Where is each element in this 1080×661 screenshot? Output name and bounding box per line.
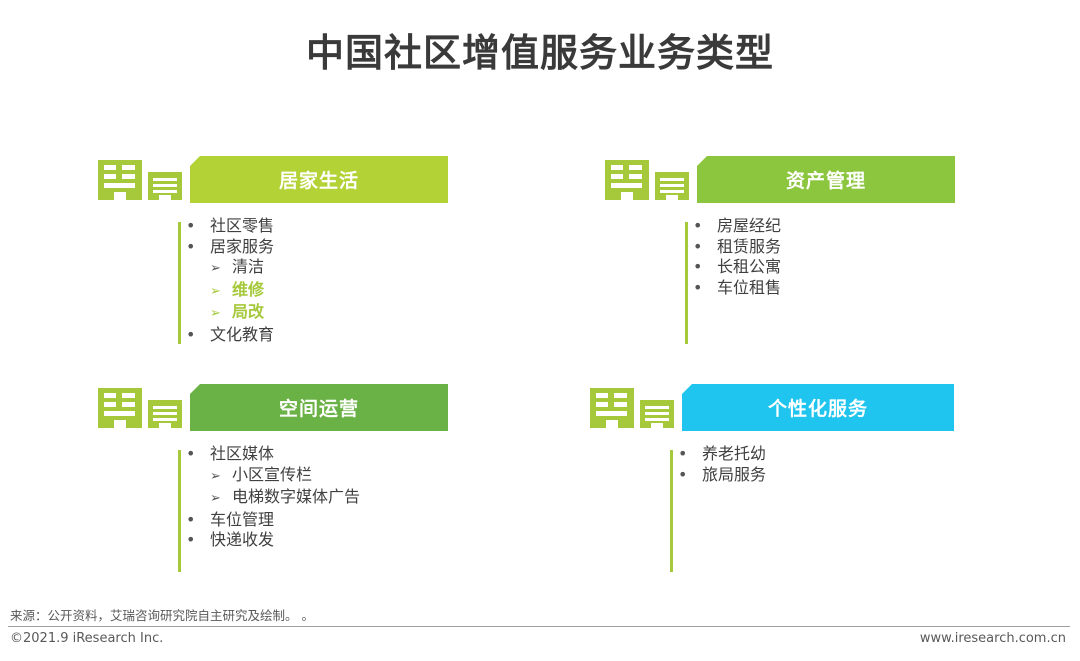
list-item: •居家服务: [186, 236, 275, 256]
copyright: ©2021.9 iResearch Inc.: [10, 631, 164, 646]
building-icons: [98, 384, 183, 428]
building-icon: [98, 160, 142, 200]
item-list: •房屋经纪 •租赁服务 •长租公寓 •车位租售: [693, 216, 781, 298]
source-note: 来源：公开资料，艾瑞咨询研究院自主研究及绘制。 。: [10, 608, 314, 623]
item-list: •养老托幼 •旅局服务: [678, 444, 766, 485]
building-icons: [605, 156, 690, 200]
item-list: •社区媒体 ➢小区宣传栏 ➢电梯数字媒体广告 •车位管理 •快递收发: [186, 444, 360, 551]
item-list: •社区零售 •居家服务 ➢清洁 ➢维修 ➢局改 •文化教育: [186, 216, 274, 345]
list-subitem-highlighted: ➢维修: [210, 279, 265, 299]
list-item: •养老托幼: [678, 444, 767, 463]
list-subitem: ➢电梯数字媒体广告: [210, 487, 361, 506]
building-icon: [605, 160, 649, 200]
building-icon: [590, 388, 634, 428]
list-item: •车位租售: [693, 277, 782, 297]
page-title: 中国社区增值服务业务类型: [305, 31, 774, 75]
building-icons: [98, 156, 183, 200]
list-item: •旅局服务: [678, 464, 767, 484]
list-item: •文化教育: [186, 324, 275, 344]
list-item: •租赁服务: [693, 236, 782, 256]
list-item: •车位管理: [186, 509, 275, 529]
building-icon: [98, 388, 142, 428]
list-subitem-highlighted: ➢局改: [210, 302, 265, 321]
list-subitem: ➢清洁: [210, 257, 265, 276]
list-item: •社区零售: [186, 216, 275, 235]
list-item: •社区媒体: [186, 444, 275, 463]
building-icons: [590, 384, 675, 428]
small-building-icon: [640, 400, 674, 428]
card-header: 居家生活: [190, 156, 448, 203]
list-item: •长租公寓: [693, 257, 782, 276]
card-personalized-service: 个性化服务 •养老托幼 •旅局服务: [582, 378, 972, 578]
list-item: •快递收发: [186, 530, 275, 549]
list-subitem: ➢小区宣传栏: [210, 464, 313, 484]
list-item: •房屋经纪: [693, 216, 782, 235]
small-building-icon: [655, 172, 689, 200]
card-space-operation: 空间运营 •社区媒体 ➢小区宣传栏 ➢电梯数字媒体广告 •车位管理 •快递收发: [90, 378, 460, 578]
divider-line: [178, 450, 181, 572]
divider-line: [178, 222, 181, 344]
divider-line: [685, 222, 688, 344]
website-link[interactable]: www.iresearch.com.cn: [919, 631, 1066, 646]
card-header: 空间运营: [190, 384, 448, 431]
card-home-living: 居家生活 •社区零售 •居家服务 ➢清洁 ➢维修 ➢局改 •文化教育: [90, 150, 460, 350]
card-header: 资产管理: [697, 156, 955, 203]
footer-divider: [8, 626, 1070, 627]
small-building-icon: [148, 172, 182, 200]
divider-line: [670, 450, 673, 572]
card-asset-management: 资产管理 •房屋经纪 •租赁服务 •长租公寓 •车位租售: [597, 150, 967, 350]
small-building-icon: [148, 400, 182, 428]
card-header: 个性化服务: [682, 384, 954, 431]
